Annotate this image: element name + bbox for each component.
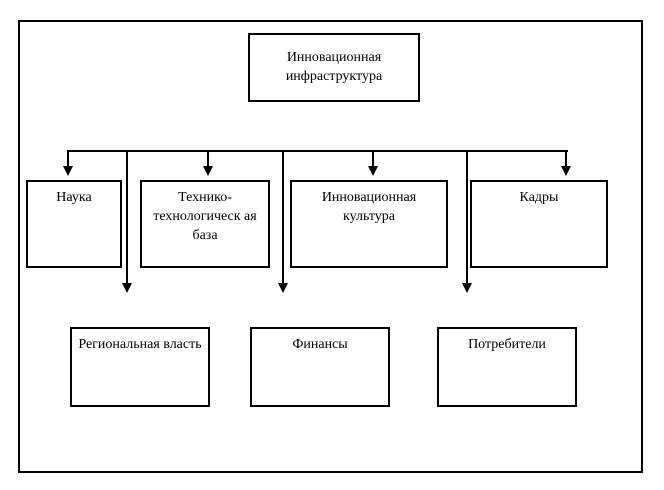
node-finance: Финансы (250, 327, 390, 407)
connector-drop-consumers (466, 150, 468, 285)
diagram-outer-frame (18, 20, 643, 473)
connector-drop-personnel (565, 150, 567, 168)
arrowhead-down-personnel-icon (561, 166, 571, 176)
arrowhead-down-culture-icon (368, 166, 378, 176)
node-technological-base: Технико-технологическ ая база (140, 180, 270, 268)
connector-horizontal-bus (68, 150, 568, 152)
node-label-consumers: Потребители (468, 337, 546, 352)
connector-drop-culture (372, 150, 374, 168)
node-innovation-infrastructure: Инновационная инфраструктура (248, 33, 420, 102)
arrowhead-down-techbase-icon (203, 166, 213, 176)
arrowhead-down-science-icon (63, 166, 73, 176)
arrowhead-down-authority-icon (122, 283, 132, 293)
connector-drop-finance (282, 150, 284, 285)
node-consumers: Потребители (437, 327, 577, 407)
node-label-techbase: Технико-технологическ ая база (153, 190, 257, 243)
connector-drop-techbase (207, 150, 209, 168)
connector-drop-science (67, 150, 69, 168)
connector-drop-authority (126, 150, 128, 285)
arrowhead-down-consumers-icon (462, 283, 472, 293)
arrowhead-down-finance-icon (278, 283, 288, 293)
node-regional-authority: Региональная власть (70, 327, 210, 407)
node-label-culture: Инновационная культура (321, 190, 417, 224)
node-label-root: Инновационная инфраструктура (285, 49, 383, 84)
node-label-authority: Региональная власть (78, 337, 202, 352)
node-science: Наука (26, 180, 122, 268)
node-label-science: Наука (56, 190, 92, 205)
node-personnel: Кадры (470, 180, 608, 268)
node-label-finance: Финансы (292, 337, 348, 352)
node-label-personnel: Кадры (519, 190, 559, 205)
node-innovation-culture: Инновационная культура (290, 180, 448, 268)
